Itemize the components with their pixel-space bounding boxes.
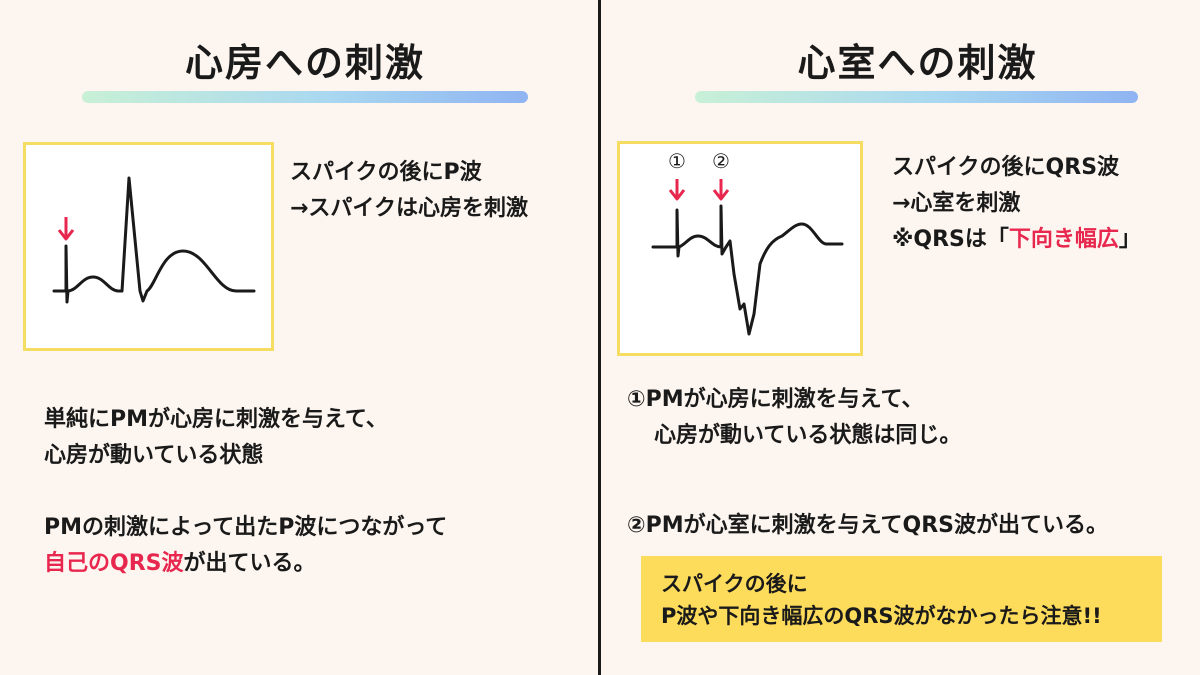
spike-arrow-icon (57, 217, 75, 241)
center-divider (598, 0, 601, 675)
spike-label-1: ① (668, 149, 686, 173)
wide-negative-qrs-highlight: 下向き幅広 (1008, 227, 1119, 252)
atrial-pacing-ecg (23, 142, 274, 351)
right-body: ①PMが心房に刺激を与えて、 心房が動いている状態は同じ。 ②PMが心室に刺激を… (627, 382, 1108, 544)
right-caption-line: スパイクの後にQRS波 (892, 155, 1120, 180)
warning-note: スパイクの後に P波や下向き幅広のQRS波がなかったら注意!! (641, 556, 1162, 642)
warning-note-line: スパイクの後に (661, 572, 808, 596)
right-caption-line: →心室を刺激 (892, 191, 1021, 216)
ecg-trace (52, 176, 256, 304)
left-body-line: 心房が動いている状態 (44, 443, 264, 468)
ecg-trace (651, 204, 844, 336)
left-caption-line: スパイクの後にP波 (290, 160, 482, 185)
spike-arrow-icon (668, 179, 686, 201)
left-title-underline (82, 91, 528, 103)
left-body: 単純にPMが心房に刺激を与えて、 心房が動いている状態 PMの刺激によって出たP… (44, 402, 447, 582)
right-caption: スパイクの後にQRS波 →心室を刺激 ※QRSは「下向き幅広」 (892, 150, 1141, 258)
left-body-line: PMの刺激によって出たP波につながって (44, 515, 448, 540)
right-caption-line: ※QRSは「下向き幅広」 (892, 227, 1141, 252)
warning-note-line: P波や下向き幅広のQRS波がなかったら注意!! (661, 604, 1102, 628)
spike-arrow-icon (712, 179, 730, 201)
spike-label-2: ② (712, 149, 730, 173)
left-body-line: 単純にPMが心房に刺激を与えて、 (44, 407, 388, 432)
left-caption-line: →スパイクは心房を刺激 (290, 196, 528, 221)
own-qrs-highlight: 自己のQRS波 (44, 551, 184, 576)
ventricular-pacing-ecg: ① ② (617, 141, 863, 356)
left-caption: スパイクの後にP波 →スパイクは心房を刺激 (290, 155, 528, 227)
left-body-line: 自己のQRS波が出ている。 (44, 551, 316, 576)
right-body-line: ②PMが心室に刺激を与えてQRS波が出ている。 (627, 513, 1109, 538)
right-body-line: ①PMが心房に刺激を与えて、 (627, 387, 924, 412)
right-title: 心室への刺激 (797, 41, 1038, 85)
right-body-line: 心房が動いている状態は同じ。 (654, 423, 962, 448)
left-title: 心房への刺激 (184, 41, 425, 85)
right-title-underline (695, 91, 1138, 103)
